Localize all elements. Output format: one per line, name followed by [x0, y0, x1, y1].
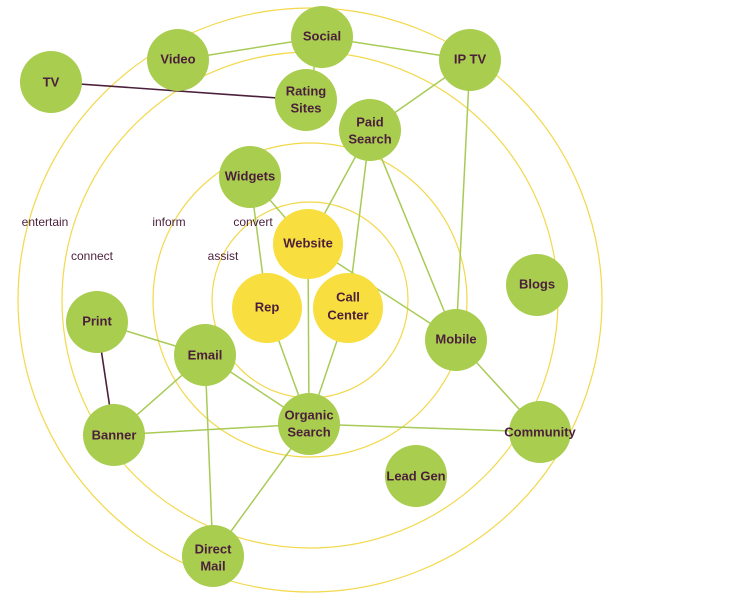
node-organic-search-circle — [278, 393, 340, 455]
node-website-label: Website — [283, 235, 333, 250]
ring-inform — [152, 142, 468, 458]
node-banner-circle — [83, 404, 145, 466]
node-social: Social — [291, 6, 353, 68]
node-organic-search: Organic Search — [278, 393, 340, 455]
node-social-label: Social — [303, 28, 341, 43]
node-tv-label: TV — [43, 74, 60, 89]
node-call-center-label-line1: Call — [336, 289, 360, 304]
node-paid-search-label-line2: Search — [348, 131, 391, 146]
node-iptv-circle — [439, 29, 501, 91]
ring-label-connect: connect — [71, 249, 114, 263]
node-print: Print — [66, 291, 128, 353]
node-email-circle — [174, 324, 236, 386]
node-rep-circle — [232, 273, 302, 343]
node-video-label: Video — [160, 51, 195, 66]
node-community-circle — [509, 401, 571, 463]
node-banner: Banner — [83, 404, 145, 466]
node-blogs-circle — [506, 254, 568, 316]
node-widgets-circle — [219, 146, 281, 208]
node-organic-search-label-line1: Organic — [284, 407, 333, 422]
node-community-label: Community — [504, 424, 576, 439]
node-call-center: Call Center — [313, 273, 383, 343]
node-call-center-circle — [313, 273, 383, 343]
node-website-circle — [273, 209, 343, 279]
node-rep-label: Rep — [255, 299, 280, 314]
edge-email-directmail — [204, 354, 214, 557]
node-lead-gen-label: Lead Gen — [386, 468, 445, 483]
node-video: Video — [147, 29, 209, 91]
node-rep: Rep — [232, 273, 302, 343]
node-website: Website — [273, 209, 343, 279]
node-widgets: Widgets — [219, 146, 281, 208]
node-mobile-label: Mobile — [435, 331, 476, 346]
node-tv: TV — [20, 51, 82, 113]
edge-banner-organic — [113, 423, 310, 436]
node-paid-search-circle — [339, 99, 401, 161]
node-paid-search-label-line1: Paid — [356, 114, 384, 129]
edge-tv-rating — [50, 81, 307, 101]
ring-label-assist: assist — [208, 249, 239, 263]
node-mobile: Mobile — [425, 309, 487, 371]
node-mobile-circle — [425, 309, 487, 371]
node-email-label: Email — [188, 347, 223, 362]
ring-label-convert: convert — [233, 215, 273, 229]
ring-label-inform: inform — [152, 215, 185, 229]
node-organic-search-label-line2: Search — [287, 424, 330, 439]
node-paid-search: Paid Search — [339, 99, 401, 161]
ring-label-entertain: entertain — [22, 215, 69, 229]
node-rating-sites-label-line2: Sites — [290, 100, 321, 115]
edge-paid-mobile — [369, 129, 457, 341]
node-iptv: IP TV — [439, 29, 501, 91]
node-video-circle — [147, 29, 209, 91]
node-rating-sites: Rating Sites — [275, 69, 337, 131]
node-print-label: Print — [82, 313, 112, 328]
node-direct-mail-label-line1: Direct — [195, 541, 233, 556]
ring-labels: entertain connect inform assist convert — [22, 215, 274, 263]
node-direct-mail-label-line2: Mail — [200, 558, 225, 573]
ring-entertain — [17, 7, 603, 593]
node-social-circle — [291, 6, 353, 68]
edge-organic-community — [308, 423, 541, 433]
edge-iptv-mobile — [455, 59, 471, 341]
node-direct-mail-circle — [182, 525, 244, 587]
node-rating-sites-circle — [275, 69, 337, 131]
node-direct-mail: Direct Mail — [182, 525, 244, 587]
node-call-center-label-line2: Center — [327, 307, 368, 322]
nodes: TV Video Social IP TV Rating Sites Pa — [20, 6, 577, 587]
node-email: Email — [174, 324, 236, 386]
node-rating-sites-label-line1: Rating — [286, 83, 327, 98]
node-blogs-label: Blogs — [519, 276, 555, 291]
node-print-circle — [66, 291, 128, 353]
node-widgets-label: Widgets — [225, 168, 275, 183]
node-banner-label: Banner — [92, 427, 137, 442]
node-tv-circle — [20, 51, 82, 113]
node-community: Community — [504, 401, 577, 463]
node-iptv-label: IP TV — [454, 51, 487, 66]
node-blogs: Blogs — [506, 254, 568, 316]
node-lead-gen: Lead Gen — [385, 445, 447, 507]
node-lead-gen-circle — [385, 445, 447, 507]
